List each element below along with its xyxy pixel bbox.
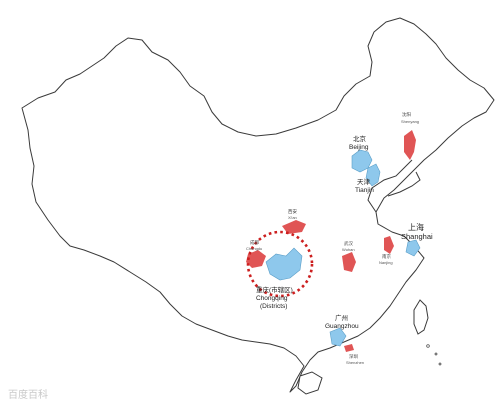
- tianjin-label-en: Tianjin: [355, 187, 374, 194]
- tianjin-label-zh: 天津: [357, 178, 371, 186]
- nanjing-label-zh: 南京: [382, 253, 391, 260]
- chongqing-label-zh: 重庆(市辖区): [256, 285, 293, 294]
- wuhan-label-en: Wuhan: [342, 247, 355, 252]
- shenyang-label-en: Shenyang: [401, 119, 419, 124]
- wuhan-label-zh: 武汉: [344, 240, 353, 247]
- beijing-label-en: Beijing: [349, 144, 369, 151]
- shenyang-region: [404, 130, 416, 160]
- shenzhen-label-en: Shenzhen: [346, 360, 364, 365]
- shenzhen-label-zh: 深圳: [349, 353, 358, 360]
- guangzhou-label-en: Guangzhou: [325, 323, 359, 330]
- chongqing-label-en: Chongqing: [256, 295, 288, 302]
- island: [426, 344, 430, 348]
- coast-shandong: [387, 171, 421, 197]
- shenzhen-region: [344, 344, 354, 352]
- coast-bohai: [367, 159, 413, 213]
- shanghai-label-en: Shanghai: [401, 232, 433, 241]
- chengdu-label-zh: 成都: [250, 239, 259, 246]
- chongqing-highlight-circle: [246, 230, 314, 298]
- shanghai-region: [405, 239, 421, 257]
- taiwan-island: [413, 299, 429, 335]
- shanghai-label-zh: 上海: [408, 222, 424, 232]
- tianjin-region: [365, 163, 381, 187]
- watermark-text: 百度百科: [8, 388, 48, 401]
- nanjing-region: [384, 236, 394, 254]
- guangzhou-region: [329, 327, 347, 347]
- hainan-island: [297, 371, 323, 395]
- xian-label-en: Xi'an: [288, 215, 297, 220]
- chengdu-label-en: Chengdu: [246, 246, 262, 251]
- island: [434, 352, 438, 356]
- island: [438, 362, 442, 366]
- chengdu-region: [246, 250, 266, 268]
- china-outline: [21, 17, 495, 393]
- beijing-region: [351, 149, 373, 173]
- xian-region: [282, 220, 306, 234]
- shenyang-label-zh: 沈阳: [402, 111, 411, 118]
- chongqing-region: [265, 247, 303, 281]
- beijing-label-zh: 北京: [353, 134, 367, 143]
- wuhan-region: [342, 252, 356, 272]
- guangzhou-label-zh: 广州: [335, 313, 348, 322]
- chongqing-label-note: (Districts): [260, 303, 287, 310]
- xian-label-zh: 西安: [288, 208, 297, 215]
- nanjing-label-en: Nanjing: [379, 260, 393, 265]
